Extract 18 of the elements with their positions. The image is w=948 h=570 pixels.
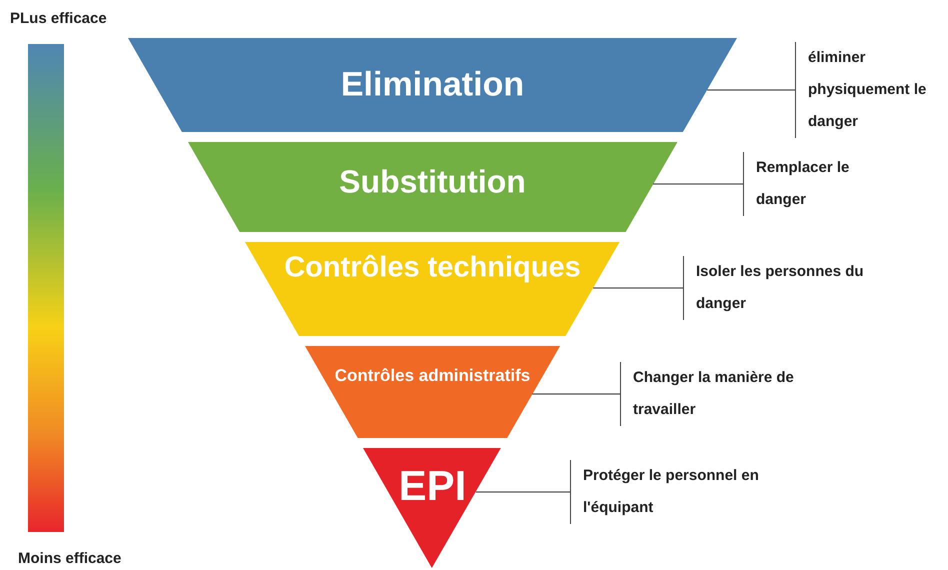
bracketed-note: Isoler les personnes du danger (683, 256, 866, 320)
leader-line (707, 89, 795, 91)
bracketed-note: Protéger le personnel en l'équipant (570, 460, 763, 524)
band-label: Substitution (339, 164, 526, 200)
leader-line (652, 183, 743, 185)
leader-line (532, 393, 620, 395)
leader-line (476, 491, 570, 493)
band-label: Contrôles techniques (284, 252, 581, 284)
scale-label: Moins efficace (18, 550, 122, 567)
bracketed-note: éliminer physiquement le danger (795, 42, 948, 138)
bracketed-note: Remplacer le danger (743, 152, 856, 216)
band-label: Contrôles administratifs (334, 366, 530, 386)
gradient-scale-bar (28, 44, 64, 532)
leader-line (593, 287, 683, 289)
band-label: Elimination (340, 66, 524, 104)
band-label: EPI (398, 462, 466, 510)
bracketed-note: Changer la manière de travailler (620, 362, 798, 426)
scale-label: PLus efficace (10, 10, 107, 27)
